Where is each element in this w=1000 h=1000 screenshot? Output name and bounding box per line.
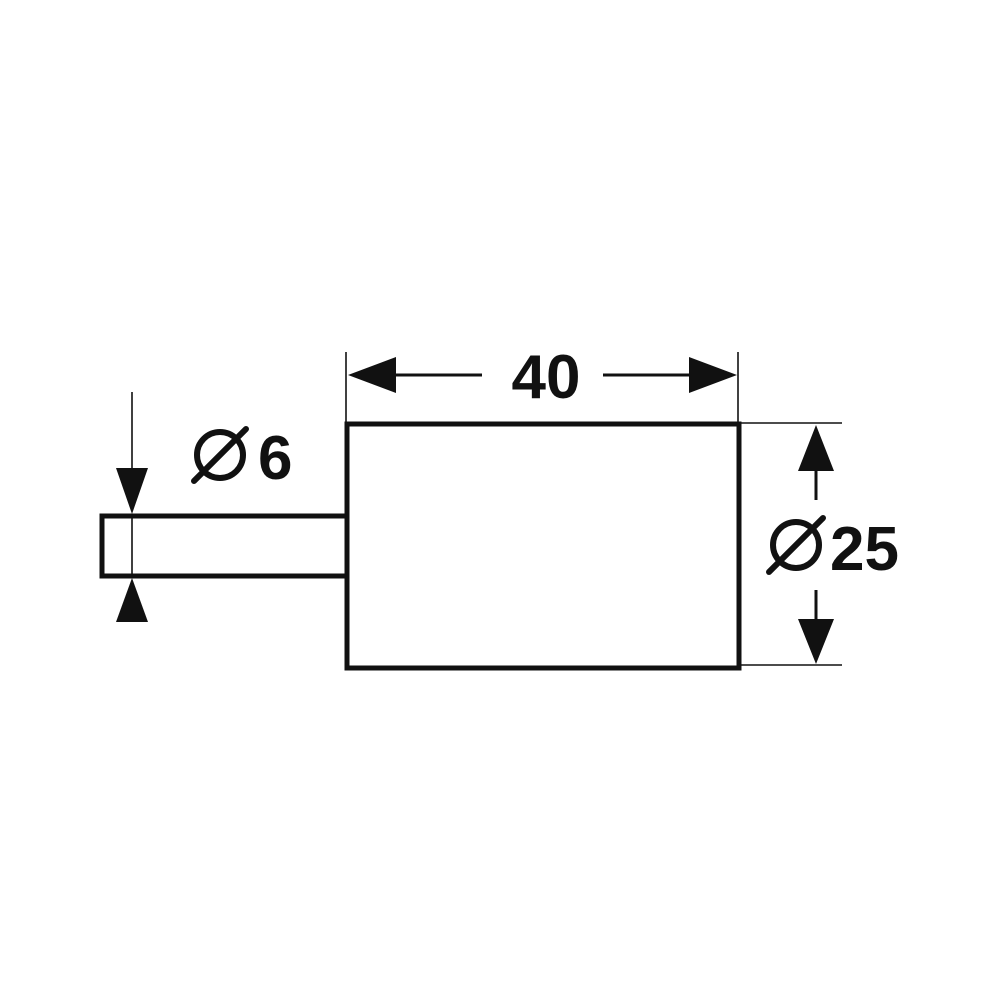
shank-diameter-value: 6 — [258, 424, 292, 493]
length-value: 40 — [512, 343, 581, 412]
arrow-down-icon — [798, 619, 834, 664]
shank — [99, 513, 350, 579]
body-diameter-dimension: 25 — [741, 422, 899, 666]
length-dimension: 40 — [345, 343, 739, 422]
shank-diameter-dimension: 6 — [116, 392, 292, 622]
arrow-left-icon — [348, 357, 396, 393]
body-cylinder — [344, 421, 742, 671]
diameter-icon — [766, 515, 826, 575]
diameter-icon — [191, 426, 249, 484]
body-diameter-value: 25 — [830, 515, 899, 584]
arrow-up-icon — [116, 578, 148, 622]
arrow-down-icon — [116, 468, 148, 514]
arrow-right-icon — [689, 357, 737, 393]
arrow-up-icon — [798, 425, 834, 471]
part-outline — [99, 421, 742, 671]
